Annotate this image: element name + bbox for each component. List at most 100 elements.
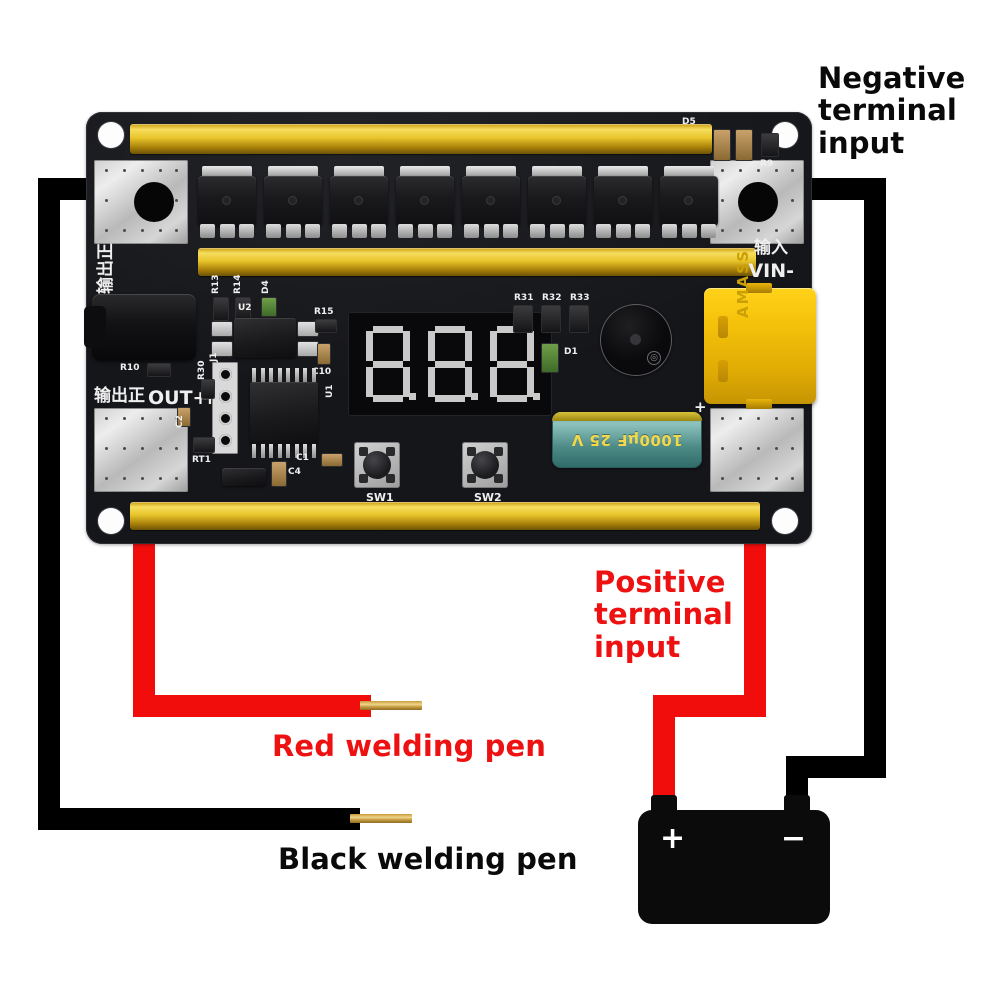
callout-positive-line3: input bbox=[594, 629, 681, 664]
callout-positive-line1: Positive bbox=[594, 565, 726, 599]
xt60-clip-bottom bbox=[746, 399, 772, 409]
capacitor-label: 1000µF 25 V bbox=[571, 431, 683, 449]
silk-u2: U2 bbox=[238, 303, 252, 313]
diode-d1 bbox=[542, 344, 558, 372]
battery-plus-label: + bbox=[660, 821, 686, 856]
silk-d1: D1 bbox=[564, 347, 578, 357]
silk-u1: U1 bbox=[325, 384, 335, 398]
silk-r30: R30 bbox=[197, 360, 207, 380]
red-welding-pen-tip bbox=[360, 701, 422, 710]
resistor-r31 bbox=[514, 306, 532, 332]
microcontroller-u1 bbox=[250, 382, 318, 444]
mosfet bbox=[462, 166, 520, 238]
mcu-pins-bottom bbox=[252, 444, 316, 458]
battery-minus-label: − bbox=[780, 821, 806, 856]
callout-negative-line2: terminal bbox=[818, 93, 957, 128]
silk-r14: R14 bbox=[233, 274, 243, 294]
u2-pad-c bbox=[298, 322, 318, 336]
u2-pad-a bbox=[212, 322, 232, 336]
buzzer: ◎ bbox=[600, 304, 672, 376]
silk-c4: C4 bbox=[288, 467, 301, 477]
mosfet bbox=[528, 166, 586, 238]
xt60-connector: AMASS bbox=[704, 249, 816, 409]
silk-output-positive-cn: 输出正 bbox=[94, 386, 145, 406]
resistor-r13 bbox=[214, 298, 228, 320]
display-digit bbox=[428, 326, 478, 402]
electrolytic-capacitor: 1000µF 25 V bbox=[552, 412, 702, 468]
callout-negative-terminal: Negative terminal input bbox=[818, 61, 966, 160]
black-wire-negative-right-vertical bbox=[864, 178, 886, 778]
diode-d5-b bbox=[736, 130, 752, 160]
silk-sw1: SW1 bbox=[366, 491, 394, 504]
terminal-pad-bottom-left bbox=[94, 408, 188, 492]
callout-negative-line3: input bbox=[818, 125, 905, 160]
capacitor-c4 bbox=[272, 462, 286, 486]
u2-pad-b bbox=[212, 342, 232, 356]
xt60-slot-top bbox=[718, 316, 728, 338]
u2-pad-d bbox=[298, 342, 318, 356]
buzzer-vent-icon: ◎ bbox=[647, 351, 661, 365]
silk-j1: J1 bbox=[209, 352, 219, 362]
terminal-pad-top-left bbox=[94, 160, 188, 244]
button-sw1[interactable] bbox=[354, 442, 400, 488]
resistor-r33 bbox=[570, 306, 588, 332]
spot-welder-pcb: D5 R9 输出正 OUT+ + 输出正 输入 VIN- R13 R14 D4 … bbox=[84, 112, 816, 544]
display-digit bbox=[490, 326, 540, 402]
mounting-hole-top-left bbox=[98, 122, 124, 148]
callout-negative-line1: Negative bbox=[818, 61, 966, 95]
resistor-r30 bbox=[202, 380, 214, 398]
callout-red-welding-pen: Red welding pen bbox=[272, 729, 547, 763]
callout-positive-line2: terminal bbox=[594, 597, 733, 632]
dc-barrel-jack bbox=[84, 294, 196, 360]
silk-d4: D4 bbox=[261, 280, 271, 294]
red-wire-right-horizontal bbox=[653, 695, 766, 717]
black-wire-negative-to-battery bbox=[786, 756, 886, 778]
silk-d5: D5 bbox=[682, 117, 696, 127]
black-wire-left-vertical bbox=[38, 178, 60, 830]
silk-r15: R15 bbox=[314, 307, 334, 317]
terminal-pad-top-right bbox=[710, 160, 804, 244]
transistor-sot23 bbox=[222, 468, 266, 486]
black-welding-pen-tip bbox=[350, 814, 412, 823]
button-sw2[interactable] bbox=[462, 442, 508, 488]
silk-input-en: VIN- bbox=[748, 260, 794, 282]
silk-r32: R32 bbox=[542, 293, 562, 303]
diode-d4 bbox=[262, 298, 276, 316]
capacitor-c1 bbox=[322, 454, 342, 466]
header-j1[interactable] bbox=[212, 362, 238, 454]
silk-r33: R33 bbox=[570, 293, 590, 303]
silk-c10: C10 bbox=[312, 367, 332, 377]
seven-segment-display bbox=[348, 312, 552, 416]
busbar-middle bbox=[198, 248, 756, 276]
mosfet bbox=[264, 166, 322, 238]
silk-rt1: RT1 bbox=[192, 455, 211, 465]
silk-input-cn: 输入 bbox=[754, 238, 788, 258]
thermistor-rt1 bbox=[194, 438, 214, 452]
battery: + − bbox=[638, 810, 830, 924]
diode-d5-a bbox=[714, 130, 730, 160]
black-wire-bottom-horizontal bbox=[38, 808, 360, 830]
silk-output-vertical: 输出正 bbox=[96, 243, 116, 294]
silk-sw2: SW2 bbox=[474, 491, 502, 504]
capacitor-c2 bbox=[178, 408, 190, 426]
capacitor-c10 bbox=[318, 344, 330, 364]
silk-output-positive-en: OUT+ bbox=[148, 387, 209, 409]
silk-r10: R10 bbox=[120, 363, 140, 373]
xt60-slot-bottom bbox=[718, 360, 728, 382]
display-digit bbox=[366, 326, 416, 402]
busbar-bottom bbox=[130, 502, 760, 530]
mounting-hole-bottom-left bbox=[98, 508, 124, 534]
silk-r13: R13 bbox=[211, 274, 221, 294]
red-wire-battery-plus-stub bbox=[653, 695, 675, 812]
xt60-brand-label: AMASS bbox=[734, 248, 752, 318]
resistor-r32 bbox=[542, 306, 560, 332]
silk-r9: R9 bbox=[760, 159, 774, 169]
silk-r31: R31 bbox=[514, 293, 534, 303]
mosfet bbox=[594, 166, 652, 238]
mosfet bbox=[330, 166, 388, 238]
callout-positive-terminal: Positive terminal input bbox=[594, 565, 733, 664]
callout-black-welding-pen: Black welding pen bbox=[278, 842, 578, 876]
mosfet bbox=[198, 166, 256, 238]
xt60-clip-top bbox=[746, 283, 772, 293]
